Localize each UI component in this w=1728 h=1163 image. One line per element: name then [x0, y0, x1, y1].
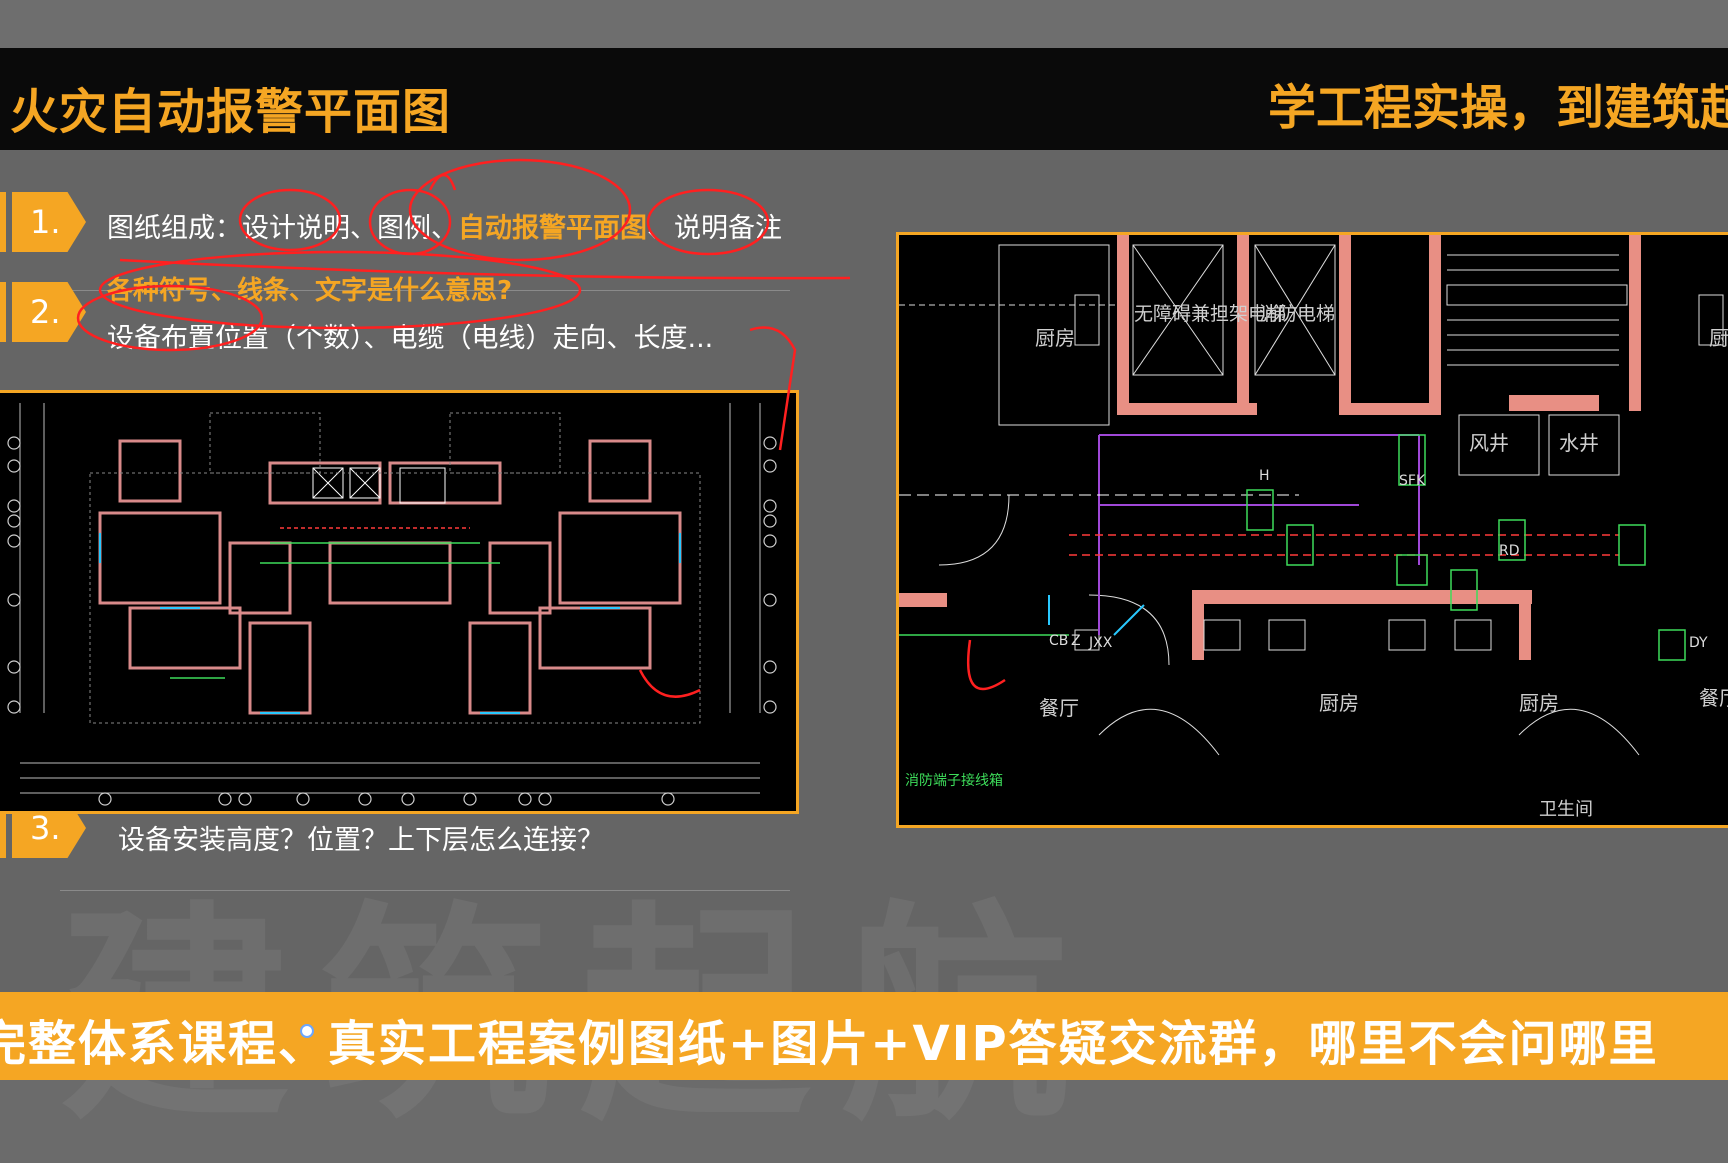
label-h: H [1259, 468, 1270, 484]
slide-body: 建筑起航 1. 图纸组成：设计说明、图例、自动报警平面图、说明备注 2. 各种符… [0, 150, 1728, 1151]
label-dy: DY [1689, 635, 1708, 651]
slide-header: 火灾自动报警平面图 学工程实操，到建筑起 [0, 48, 1728, 150]
video-progress-handle[interactable] [300, 1024, 314, 1038]
floor-plan-overview [0, 390, 799, 814]
slogan: 学工程实操，到建筑起 [1268, 80, 1728, 136]
label-sfk: SFK [1399, 473, 1426, 489]
floor-plan-drawing [7, 403, 777, 806]
label-kitchen-2: 厨房 [1709, 326, 1728, 350]
floor-plan-detail: 厨房 厨房 无障碍兼担架电梯 消防电梯 风井 水井 厨房 厨房 餐厅 餐厅 卫生… [896, 232, 1728, 828]
label-kitchen-4: 厨房 [1519, 691, 1559, 715]
label-hydrant-box: 消防端子接线箱 [905, 772, 1003, 789]
footer-text: 完整体系课程、真实工程案例图纸+图片+VIP答疑交流群，哪里不会问哪里 [0, 1016, 1659, 1072]
item-1-highlight: 自动报警平面图 [458, 213, 647, 244]
label-water-shaft: 水井 [1559, 431, 1599, 455]
label-elevator-accessible: 无障碍兼担架电梯 [1134, 303, 1286, 325]
label-dining-1: 餐厅 [1039, 696, 1079, 720]
item-1-text: 图纸组成：设计说明、图例、自动报警平面图、说明备注 [107, 213, 782, 244]
item-1-tab: 1. [0, 192, 86, 252]
label-kitchen-3: 厨房 [1319, 691, 1359, 715]
item-2-question: 各种符号、线条、文字是什么意思? [107, 276, 513, 306]
label-kitchen-1: 厨房 [1035, 326, 1075, 350]
item-2-text: 设备布置位置（个数）、电缆（电线）走向、长度... [107, 323, 714, 354]
floor-plan-detail-drawing: 厨房 厨房 无障碍兼担架电梯 消防电梯 风井 水井 厨房 厨房 餐厅 餐厅 卫生… [899, 235, 1728, 820]
item-2-tab: 2. [0, 282, 86, 342]
item-3-text: 设备安装高度？位置？上下层怎么连接？ [118, 825, 604, 856]
label-z: Z [1071, 633, 1081, 649]
page-title: 火灾自动报警平面图 [10, 84, 452, 140]
item-1-number: 1. [12, 192, 86, 252]
item-2-number: 2. [12, 282, 86, 342]
label-cb: CB [1049, 633, 1068, 649]
footer-banner: 完整体系课程、真实工程案例图纸+图片+VIP答疑交流群，哪里不会问哪里 [0, 992, 1728, 1080]
label-jxx: JXX [1088, 635, 1113, 651]
divider-3 [60, 890, 790, 891]
label-air-shaft: 风井 [1469, 431, 1509, 455]
label-bathroom: 卫生间 [1539, 799, 1593, 820]
top-band [0, 0, 1728, 48]
label-dining-2: 餐厅 [1699, 686, 1728, 710]
label-elevator-fire: 消防电梯 [1259, 303, 1335, 325]
label-rd: RD [1499, 543, 1520, 559]
